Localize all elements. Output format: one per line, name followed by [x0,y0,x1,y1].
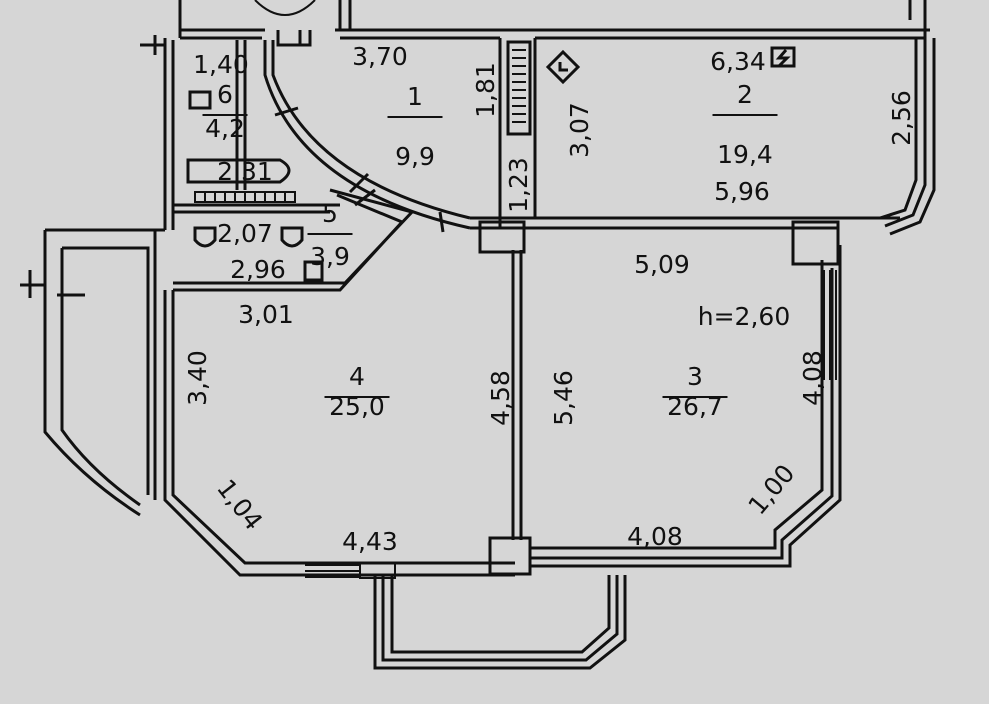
room-6-area: 4,2 [205,114,245,143]
hall-curved-wall [263,40,471,230]
room2-bay [879,38,936,236]
column-right [791,220,840,266]
labels-layer: 1 9,9 2 19,4 326,7 425,0 5 3,9 6 4,2 1,40 2,31 3,70 1… [183,42,916,556]
dimension-r1-top: 3,70 [352,42,408,71]
radiator-fins [204,192,286,202]
dimension-r2-left: 3,07 [565,102,594,158]
room-2-area: 19,4 [717,140,773,169]
entry-arc [254,0,316,16]
dimension-r2-right: 2,56 [887,90,916,146]
room3-walls [530,245,842,568]
dimension-r4-bottom: 4,43 [342,527,398,556]
left-balcony-stub [20,270,85,298]
dimension-r4-top: 3,01 [238,300,294,329]
room3-window [823,270,837,380]
left-wall-upper [163,38,175,230]
fixtures [186,40,796,282]
dimension-r4-right: 4,58 [486,370,515,426]
entry-door [276,30,312,47]
dimension-r2-top: 6,34 [710,47,766,76]
top-entry-posts [178,0,927,38]
room-1-area: 9,9 [395,142,435,171]
room-6-number: 6 [217,80,233,109]
dimension-r2-bottom: 5,96 [714,177,770,206]
room1-room2-partition [470,38,900,230]
ceiling-height-label: h=2,60 [698,302,790,331]
dimension-r6-bath: 2,31 [217,157,273,186]
dimension-r3-top: 5,09 [634,250,690,279]
dimension-r3-bottom: 4,08 [627,522,683,551]
bathtub [186,158,291,184]
left-stub [140,35,165,55]
bottom-balcony [373,575,627,670]
room4-walls [43,228,515,577]
room-5-number: 5 [322,199,338,228]
left-balcony [43,228,157,517]
dimension-r4-left: 3,40 [183,350,212,406]
dimension-r1-right-low: 1,23 [504,157,533,213]
room-4-number: 4 [349,362,365,391]
electric-panel-icon [770,46,796,68]
dimension-r6-top: 1,40 [193,50,249,79]
column-top [478,220,526,254]
dimension-r1-right: 1,81 [471,62,500,118]
dimension-r5-top: 2,07 [217,219,273,248]
bottom-window [305,564,360,578]
lightning-icon [775,49,791,68]
room4-room3-partition [511,250,523,540]
gas-meter-icon [545,49,581,85]
room-5-area: 3,9 [310,242,350,271]
dimension-r5-bottom: 2,96 [230,255,286,284]
door-threshold [359,562,396,579]
room-3-area: 26,7 [667,392,723,421]
door-ticks [274,106,445,233]
vent-shaft [506,40,532,136]
room-3-number: 3 [687,362,703,391]
room-1-number: 1 [407,82,423,111]
dimension-r3-left: 5,46 [549,370,578,426]
room-4-area: 25,0 [329,392,385,421]
sink-icon [188,90,324,282]
dimension-r3-right: 4,08 [798,350,827,406]
column-bottom [488,536,532,576]
toilet-icon [193,226,304,248]
vent-grid [512,49,526,123]
top-wall [180,28,930,40]
room-2-number: 2 [737,80,753,109]
